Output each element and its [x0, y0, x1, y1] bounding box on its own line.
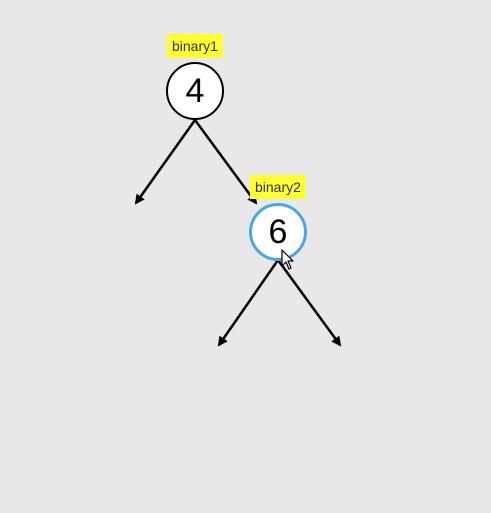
root-left-edge — [134, 119, 197, 205]
right-child-node[interactable]: 6 — [249, 203, 307, 261]
root-right-edge — [193, 119, 258, 205]
child-right-edge — [276, 259, 342, 347]
right-child-node-value: 6 — [268, 212, 288, 251]
root-node[interactable]: 4 — [166, 62, 224, 120]
root-node-value: 4 — [185, 71, 205, 110]
root-node-tag: binary1 — [167, 34, 223, 58]
child-left-edge — [217, 259, 280, 347]
right-child-node-tag: binary2 — [250, 175, 306, 199]
